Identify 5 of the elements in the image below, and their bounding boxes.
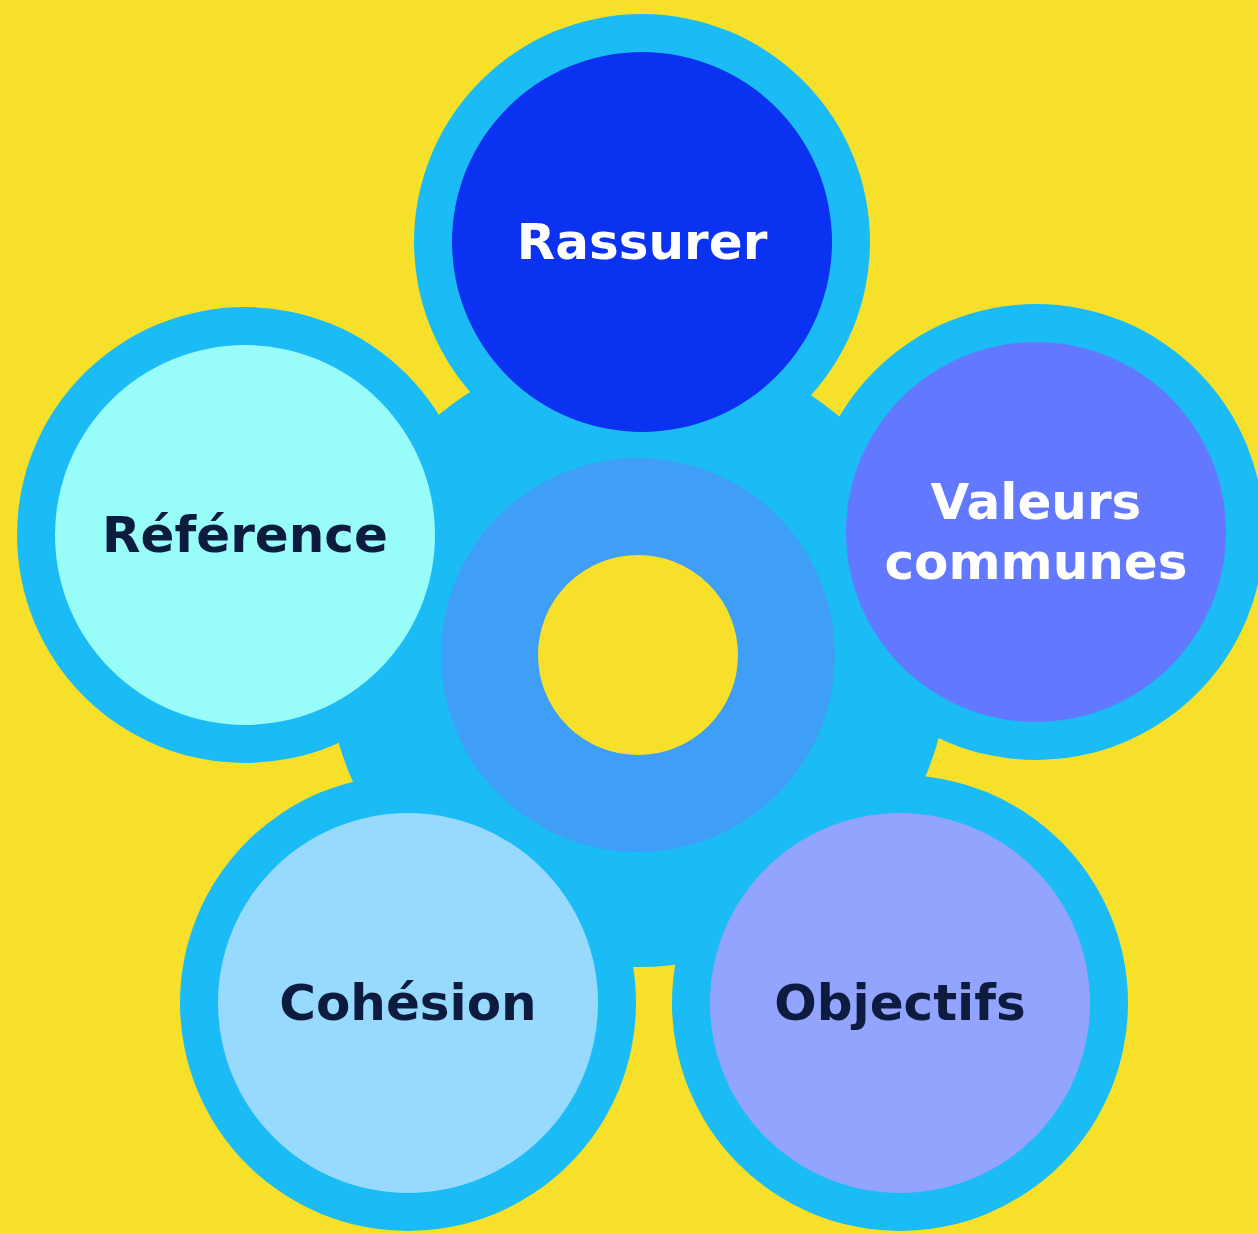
node-label: Rassurer — [516, 212, 768, 272]
node-label: Cohésion — [279, 973, 537, 1033]
node-label: Référence — [102, 505, 388, 565]
node-label: Objectifs — [774, 973, 1026, 1033]
node-label: Valeurs communes — [883, 472, 1189, 592]
